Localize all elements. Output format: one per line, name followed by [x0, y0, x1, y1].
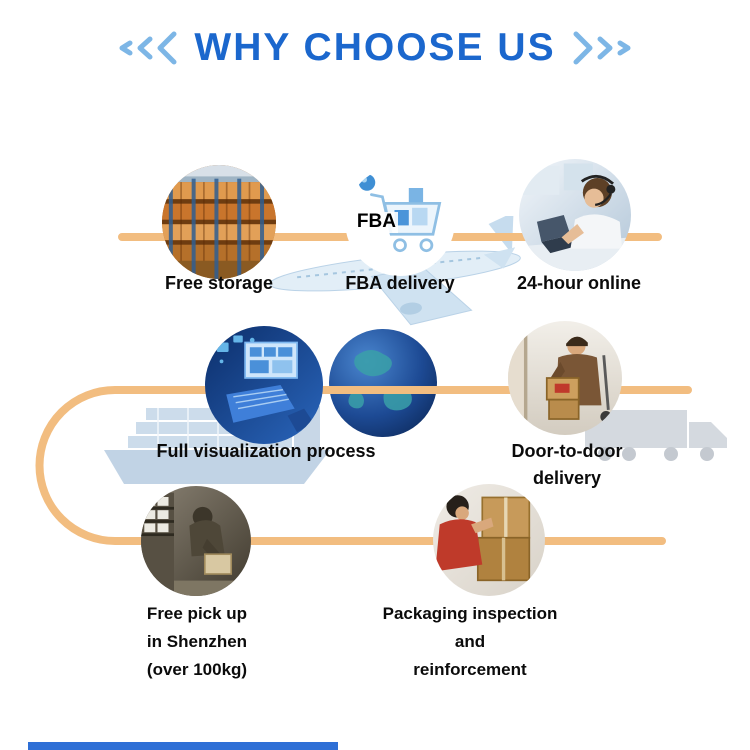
feature-photo-full-visualization [205, 326, 323, 444]
warehouse-racks-photo [162, 165, 276, 279]
globe-icon [329, 329, 437, 437]
digital-tracking-photo [205, 326, 323, 444]
right-chevrons-icon [573, 31, 631, 65]
feature-photo-24-hour-online [519, 159, 631, 271]
courier-delivery-photo [508, 321, 622, 435]
bottom-accent-rect [28, 742, 338, 750]
header: WHY CHOOSE US [0, 26, 750, 70]
fba-badge: FBA [354, 211, 398, 234]
customer-service-photo [519, 159, 631, 271]
feature-label-free-pickup: Free pick up in Shenzhen (over 100kg) [146, 604, 248, 679]
packaging-boxes-photo [433, 484, 545, 596]
bottom-accent-line [28, 742, 338, 750]
feature-photo-free-storage [162, 165, 276, 279]
feature-photo-free-pickup [141, 486, 251, 596]
warehouse-pickup-photo [141, 486, 251, 596]
feature-label-full-visualization: Full visualization process [156, 441, 376, 461]
feature-photo-packaging [433, 484, 545, 596]
page-title: WHY CHOOSE US [194, 26, 556, 69]
feature-photo-door-to-door [508, 321, 622, 435]
left-chevrons-icon [119, 31, 177, 65]
feature-label-fba-delivery: FBA delivery [345, 273, 455, 293]
feature-label-free-storage: Free storage [164, 273, 274, 293]
feature-label-packaging: Packaging inspection and reinforcement [382, 604, 558, 679]
feature-label-door-to-door: Door-to-door delivery [511, 441, 623, 488]
feature-label-24-hour-online: 24-hour online [516, 273, 642, 293]
feature-photo-fba-delivery: FBA [345, 166, 455, 276]
